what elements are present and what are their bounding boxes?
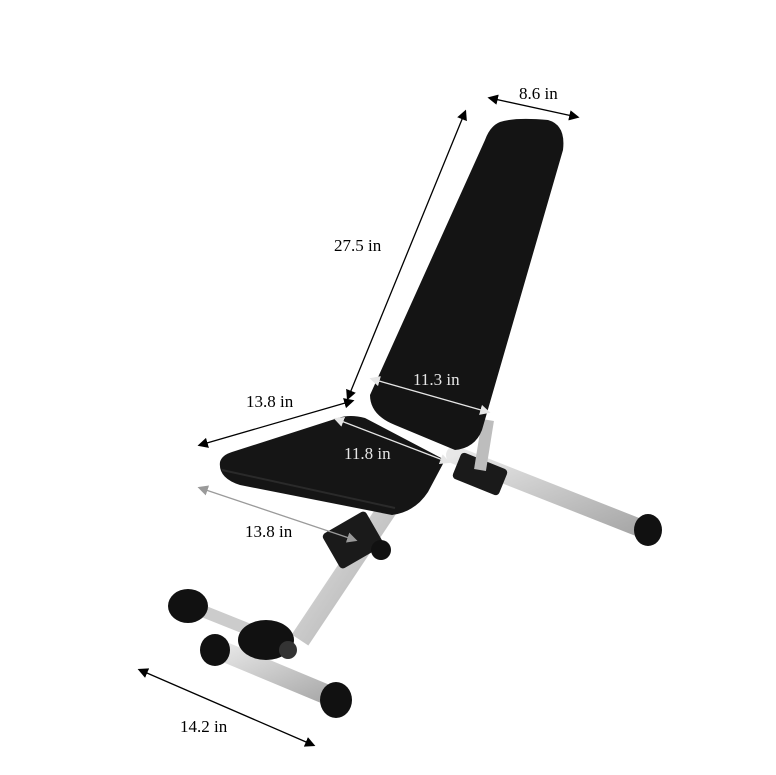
backrest-pad — [370, 118, 564, 450]
arrow-base-width — [137, 668, 316, 747]
arrow-seat-width — [333, 416, 451, 465]
foam-roller — [200, 634, 230, 666]
label-backrest-length: 27.5 in — [334, 236, 382, 255]
label-seat-width: 11.8 in — [344, 444, 391, 463]
foam-roller — [279, 641, 297, 659]
dimension-labels: 8.6 in 27.5 in 13.8 in 11.3 in 11.8 in 1… — [180, 84, 558, 736]
arrow-backrest-length — [346, 109, 467, 401]
bench — [168, 118, 662, 718]
foot-cap — [320, 682, 352, 718]
dimension-arrows — [137, 94, 580, 747]
rear-foot-cap — [634, 514, 662, 546]
adjust-knob — [371, 540, 391, 560]
label-backrest-width-bottom: 11.3 in — [413, 370, 460, 389]
arrow-backrest-width-bottom — [369, 376, 491, 415]
arrow-seat-length-bottom — [197, 485, 358, 543]
arrow-seat-length-top — [197, 398, 355, 448]
label-base-width: 14.2 in — [180, 717, 228, 736]
backrest-support — [474, 419, 494, 471]
label-seat-length-bottom: 13.8 in — [245, 522, 293, 541]
rear-leg-clamp — [452, 452, 508, 496]
label-seat-length-top: 13.8 in — [246, 392, 294, 411]
arrow-backrest-width-top — [487, 94, 580, 121]
label-backrest-width-top: 8.6 in — [519, 84, 558, 103]
foam-roller — [168, 589, 208, 623]
front-post-tube — [291, 484, 409, 646]
